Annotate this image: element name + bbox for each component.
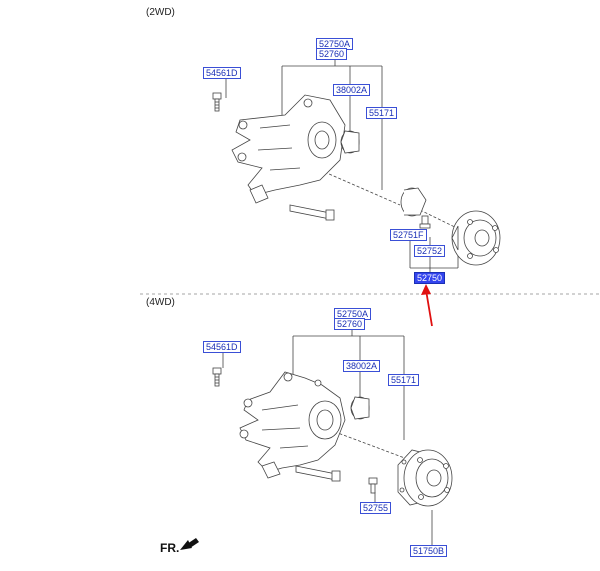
- part-label-54561d-2wd[interactable]: 54561D: [203, 67, 241, 79]
- nut-2wd: [419, 215, 431, 229]
- part-label-51750b-4wd[interactable]: 51750B: [410, 545, 448, 557]
- front-indicator-label: FR.: [160, 541, 180, 555]
- selection-arrow: [421, 284, 433, 327]
- part-label-38002a-4wd[interactable]: 38002A: [343, 360, 381, 372]
- bearing-cap-2wd: [400, 187, 427, 217]
- section-label-4wd: (4WD): [146, 297, 175, 308]
- part-label-55171-2wd[interactable]: 55171: [366, 107, 398, 119]
- bushing-4wd: [350, 396, 370, 420]
- leader-lines-4wd: [222, 328, 433, 545]
- part-label-55171-4wd[interactable]: 55171: [388, 374, 420, 386]
- diagram-4wd: [212, 328, 453, 545]
- bolt-4wd: [212, 367, 222, 387]
- part-label-52752-2wd[interactable]: 52752: [414, 245, 446, 257]
- front-arrow-icon: [180, 538, 199, 550]
- pin-2wd: [289, 204, 335, 221]
- section-label-2wd: (2WD): [146, 7, 175, 18]
- knuckle-2wd: [231, 94, 346, 204]
- part-label-52751f-2wd[interactable]: 52751F: [390, 229, 427, 241]
- part-label-52760-4wd[interactable]: 52760: [334, 318, 366, 330]
- stud-4wd: [368, 477, 378, 494]
- bolt-2wd: [212, 92, 222, 112]
- part-label-52760-2wd[interactable]: 52760: [316, 48, 348, 60]
- hub-bearing-4wd: [397, 449, 453, 507]
- part-label-54561d-4wd[interactable]: 54561D: [203, 341, 241, 353]
- part-label-38002a-2wd[interactable]: 38002A: [333, 84, 371, 96]
- knuckle-4wd: [239, 371, 346, 479]
- part-label-52755-4wd[interactable]: 52755: [360, 502, 392, 514]
- pin-4wd: [295, 465, 341, 482]
- diagram-2wd: [212, 58, 501, 272]
- hub-2wd: [451, 210, 501, 266]
- part-label-52750-selected[interactable]: 52750: [414, 272, 446, 284]
- bushing-2wd: [340, 130, 360, 154]
